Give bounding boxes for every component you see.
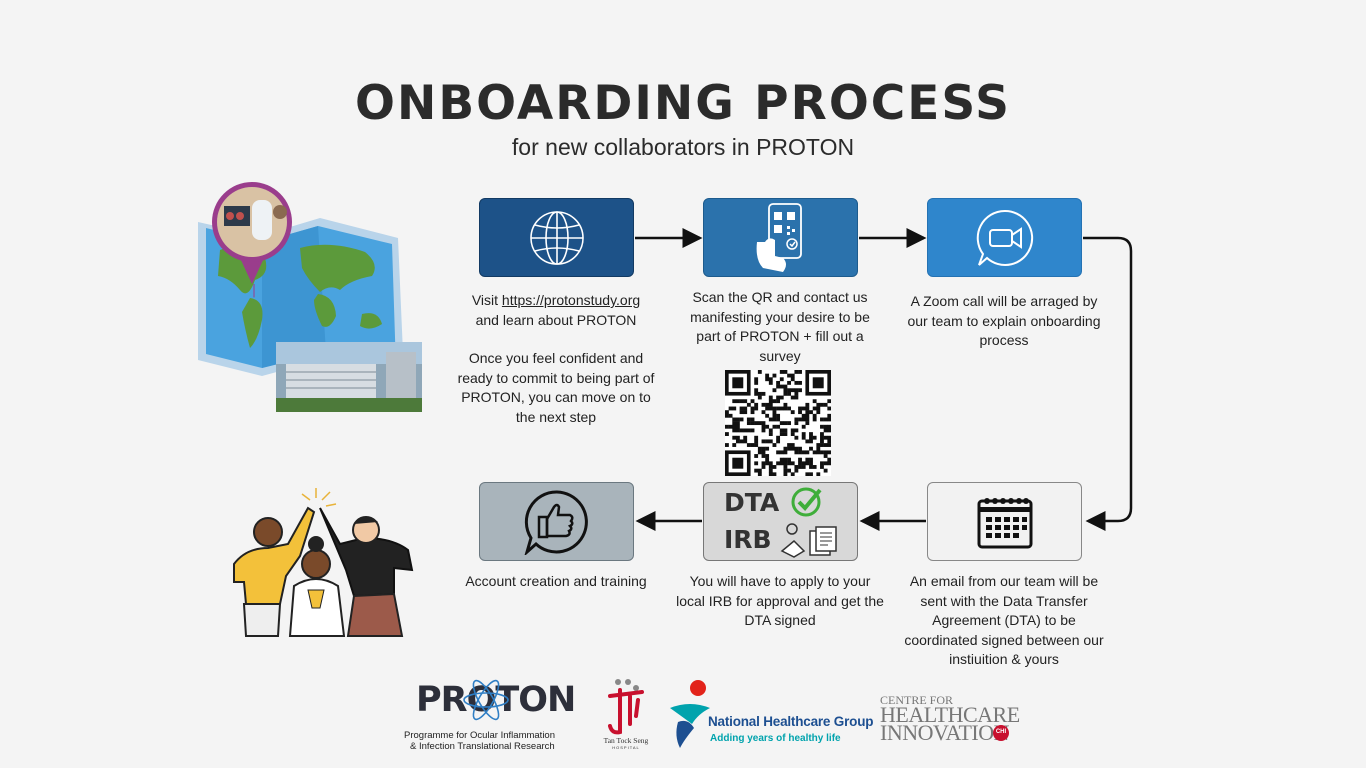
arrow-step3-to-step4 bbox=[1083, 236, 1133, 531]
nhg-logo: National Healthcare Group Adding years o… bbox=[668, 678, 874, 750]
chi-logo: CENTRE FOR HEALTHCARE INNOVATION CHI bbox=[880, 693, 1032, 749]
step-account-box bbox=[479, 482, 634, 561]
proton-tagline-2: & Infection Translational Research bbox=[410, 741, 555, 752]
proton-tagline-1: Programme for Ocular Inflammation bbox=[404, 730, 555, 741]
step-irb-box: DTA IRB bbox=[703, 482, 858, 561]
chi-line-2: HEALTHCARE bbox=[880, 702, 1020, 727]
irb-label: IRB bbox=[724, 525, 772, 554]
dta-label: DTA bbox=[724, 488, 780, 517]
step-account-text: Account creation and training bbox=[465, 573, 647, 589]
proton-logo: PROTON Programme for Ocular Inflammation… bbox=[398, 678, 588, 756]
page-title: ONBOARDING PROCESS bbox=[355, 76, 1011, 131]
step-email-box bbox=[927, 482, 1082, 561]
chi-line-1: CENTRE FOR bbox=[880, 693, 954, 707]
globe-icon bbox=[529, 210, 584, 265]
step-visit-text: Visit https://protonstudy.org and learn … bbox=[456, 291, 656, 427]
atom-icon bbox=[463, 679, 509, 721]
step-email-text: An email from our team will be sent with… bbox=[904, 573, 1104, 667]
page-subtitle: for new collaborators in PROTON bbox=[511, 134, 855, 160]
documents-icon bbox=[780, 523, 837, 558]
step-zoom-text: A Zoom call will be arraged by our team … bbox=[907, 293, 1101, 348]
chi-badge-icon bbox=[993, 725, 1009, 741]
step-visit-box bbox=[479, 198, 634, 277]
check-icon bbox=[791, 487, 822, 517]
qr-code[interactable] bbox=[725, 370, 831, 476]
visit-paragraph2: Once you feel confident and ready to com… bbox=[457, 350, 655, 425]
step-zoom-box bbox=[927, 198, 1082, 277]
nhg-name: National Healthcare Group bbox=[708, 714, 874, 729]
step-scan-box bbox=[703, 198, 858, 277]
nhg-emblem-icon bbox=[670, 680, 710, 748]
ttsh-emblem-icon bbox=[608, 679, 644, 735]
step-scan-text: Scan the QR and contact us manifesting y… bbox=[690, 289, 870, 364]
step-irb-text: You will have to apply to your local IRB… bbox=[676, 573, 884, 628]
ttsh-name: Tan Tock Seng bbox=[603, 736, 649, 745]
chi-line-3: INNOVATION bbox=[880, 720, 1010, 745]
qr-phone-icon bbox=[756, 202, 802, 272]
team-celebration-illustration bbox=[233, 488, 414, 637]
visit-prefix: Visit bbox=[471, 292, 502, 308]
protonstudy-link[interactable]: https://protonstudy.org bbox=[501, 292, 641, 308]
video-call-icon bbox=[976, 209, 1033, 266]
visit-line2: and learn about PROTON bbox=[475, 311, 637, 328]
calendar-icon bbox=[977, 497, 1032, 548]
nhg-tagline: Adding years of healthy life bbox=[710, 733, 841, 744]
chi-badge: CHI bbox=[995, 729, 1007, 735]
ttsh-logo: Tan Tock Seng HOSPITAL bbox=[598, 676, 654, 752]
world-map-illustration bbox=[198, 182, 422, 412]
thumbs-up-icon bbox=[524, 489, 588, 555]
proton-logo-wordmark: PROTON bbox=[416, 680, 576, 720]
ttsh-sub: HOSPITAL bbox=[612, 745, 640, 750]
